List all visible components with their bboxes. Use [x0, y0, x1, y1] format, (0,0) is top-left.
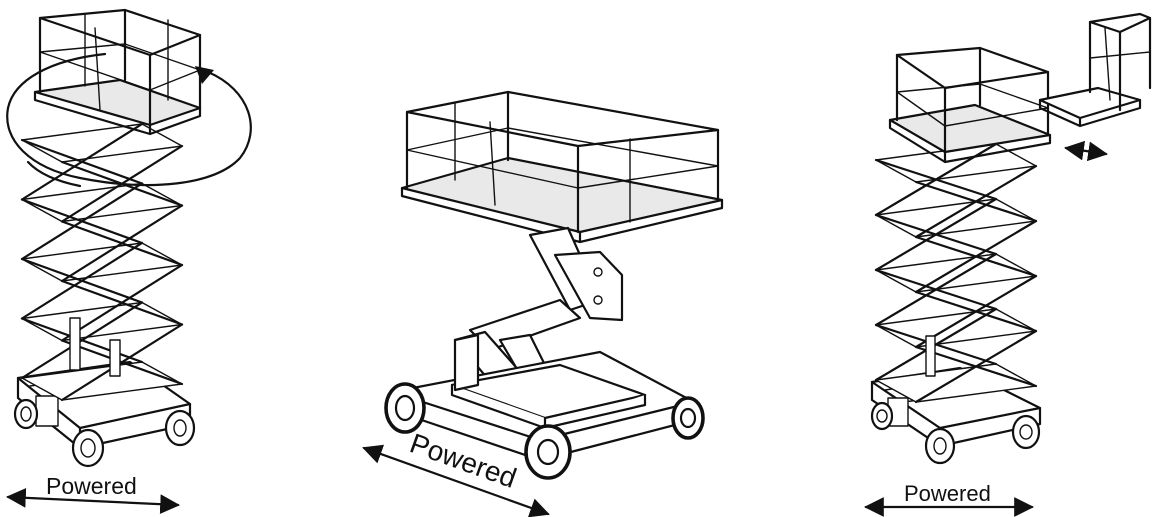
lift-3-extension	[1038, 12, 1152, 128]
lift-1-wheels	[13, 398, 196, 468]
lift-1-cylinder	[69, 317, 121, 377]
lift-1-scissor-stack	[20, 122, 184, 402]
lift-3-cylinder	[925, 335, 936, 377]
lift-3-wheels	[870, 401, 1041, 465]
lift-3-scissor-stack	[874, 142, 1038, 404]
lift-3-platform	[888, 46, 1052, 164]
figure-articulating-scissor	[384, 90, 724, 480]
lift-2-wheels	[384, 382, 705, 480]
figure-extending-platform	[870, 12, 1152, 465]
direction-arrow-2	[362, 444, 550, 517]
direction-arrow-1	[6, 487, 180, 515]
lift-2-platform	[400, 90, 724, 244]
label-group-2: Powered	[362, 427, 550, 517]
extension-arrow	[1064, 140, 1108, 162]
label-group-3: Powered	[864, 481, 1034, 517]
figure-rotating-platform	[6, 8, 252, 468]
label-group-1: Powered	[6, 473, 180, 515]
powered-label-1: Powered	[46, 473, 137, 499]
powered-label-3: Powered	[904, 481, 991, 506]
lift-1-platform	[33, 8, 202, 136]
